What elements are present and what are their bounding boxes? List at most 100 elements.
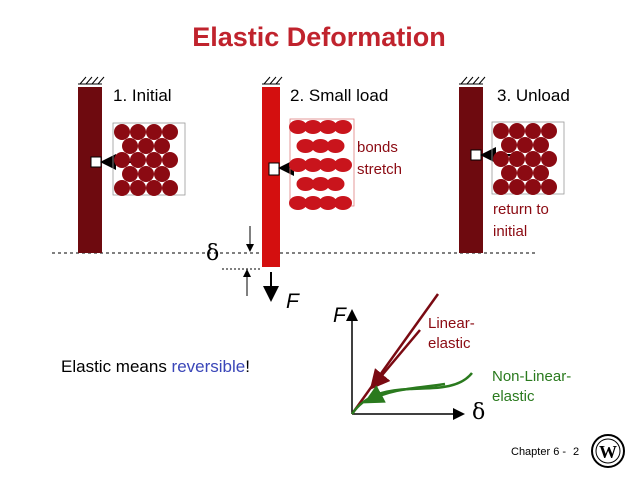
atom (114, 180, 130, 196)
initial-label: initial (493, 223, 528, 240)
nonlinear-unload-arrow (363, 382, 446, 404)
marker-square-2 (268, 162, 280, 176)
atom (122, 166, 138, 182)
atom (334, 158, 352, 172)
atom (525, 151, 541, 167)
nonlinear-label-2: elastic (492, 388, 535, 405)
panel-initial (78, 76, 186, 253)
atom (138, 138, 154, 154)
atom (533, 137, 549, 153)
graph-y-label: F (333, 304, 346, 327)
atom (130, 152, 146, 168)
atom (509, 151, 525, 167)
atom (501, 137, 517, 153)
atom (311, 177, 330, 191)
atom (122, 138, 138, 154)
atom-lattice-stretched (289, 120, 352, 210)
atom (311, 139, 330, 153)
force-displacement-graph (346, 293, 473, 420)
atom (304, 158, 322, 172)
ceiling-hatch-1 (78, 76, 105, 85)
stretch-label: stretch (357, 161, 403, 178)
atom (541, 151, 557, 167)
atom (501, 165, 517, 181)
publisher-logo: W (591, 434, 625, 468)
atom (326, 139, 345, 153)
atom (326, 177, 345, 191)
delta-label: δ (206, 241, 220, 266)
atom (289, 120, 307, 134)
atom (319, 120, 337, 134)
atom (162, 152, 178, 168)
atom (525, 123, 541, 139)
atom (289, 158, 307, 172)
svg-text:W: W (599, 442, 617, 462)
atom (517, 137, 533, 153)
atom (493, 151, 509, 167)
atom (289, 196, 307, 210)
force-label: F (286, 290, 299, 313)
bonds-label: bonds (357, 139, 398, 156)
atom-box-initial (112, 122, 186, 196)
atom (146, 152, 162, 168)
bar-unloaded (459, 87, 483, 253)
nonlinear-label-1: Non-Linear- (492, 368, 572, 385)
statement-highlight: reversible (171, 357, 246, 376)
atom (334, 196, 352, 210)
page-title: Elastic Deformation (192, 22, 446, 52)
chapter-label: Chapter 6 - (511, 446, 567, 458)
nonlinear-curve (350, 372, 473, 415)
atom (114, 152, 130, 168)
atom (138, 166, 154, 182)
page-number: 2 (573, 446, 580, 458)
atom (114, 124, 130, 140)
atom (304, 120, 322, 134)
ceiling-hatch-3 (459, 76, 486, 85)
atom (162, 124, 178, 140)
panel-label-unload: 3. Unload (497, 86, 570, 105)
atom (162, 180, 178, 196)
bar-loaded (262, 87, 280, 267)
panel-unload (459, 76, 565, 253)
linear-label-1: Linear- (428, 315, 475, 332)
statement-suffix: ! (245, 357, 250, 376)
atom (509, 179, 525, 195)
marker-square-1 (90, 156, 102, 168)
atom-lattice-initial (114, 124, 178, 196)
atom (334, 120, 352, 134)
marker-square-3 (470, 149, 482, 161)
atom (296, 139, 315, 153)
atom (130, 180, 146, 196)
atom (154, 138, 170, 154)
panel-small-load (222, 76, 355, 302)
atom (541, 179, 557, 195)
atom (509, 123, 525, 139)
atom (493, 123, 509, 139)
atom (319, 196, 337, 210)
statement-prefix: Elastic means (61, 357, 172, 376)
atom (296, 177, 315, 191)
panel-label-initial: 1. Initial (113, 86, 172, 105)
atom (493, 179, 509, 195)
atom (319, 158, 337, 172)
graph-x-label: δ (472, 400, 486, 425)
linear-load-line (350, 293, 440, 415)
atom (304, 196, 322, 210)
atom (146, 124, 162, 140)
panel-label-small-load: 2. Small load (290, 86, 389, 105)
linear-label-2: elastic (428, 335, 471, 352)
atom-lattice-unloaded (493, 123, 557, 195)
atom-box-unloaded (491, 121, 565, 195)
atom (146, 180, 162, 196)
atom (517, 165, 533, 181)
atom (541, 123, 557, 139)
ceiling-hatch-2 (262, 76, 283, 85)
linear-unload-arrow (369, 329, 421, 390)
atom (525, 179, 541, 195)
return-label: return to (493, 201, 549, 218)
atom (154, 166, 170, 182)
atom (533, 165, 549, 181)
bar-initial (78, 87, 102, 253)
atom (130, 124, 146, 140)
